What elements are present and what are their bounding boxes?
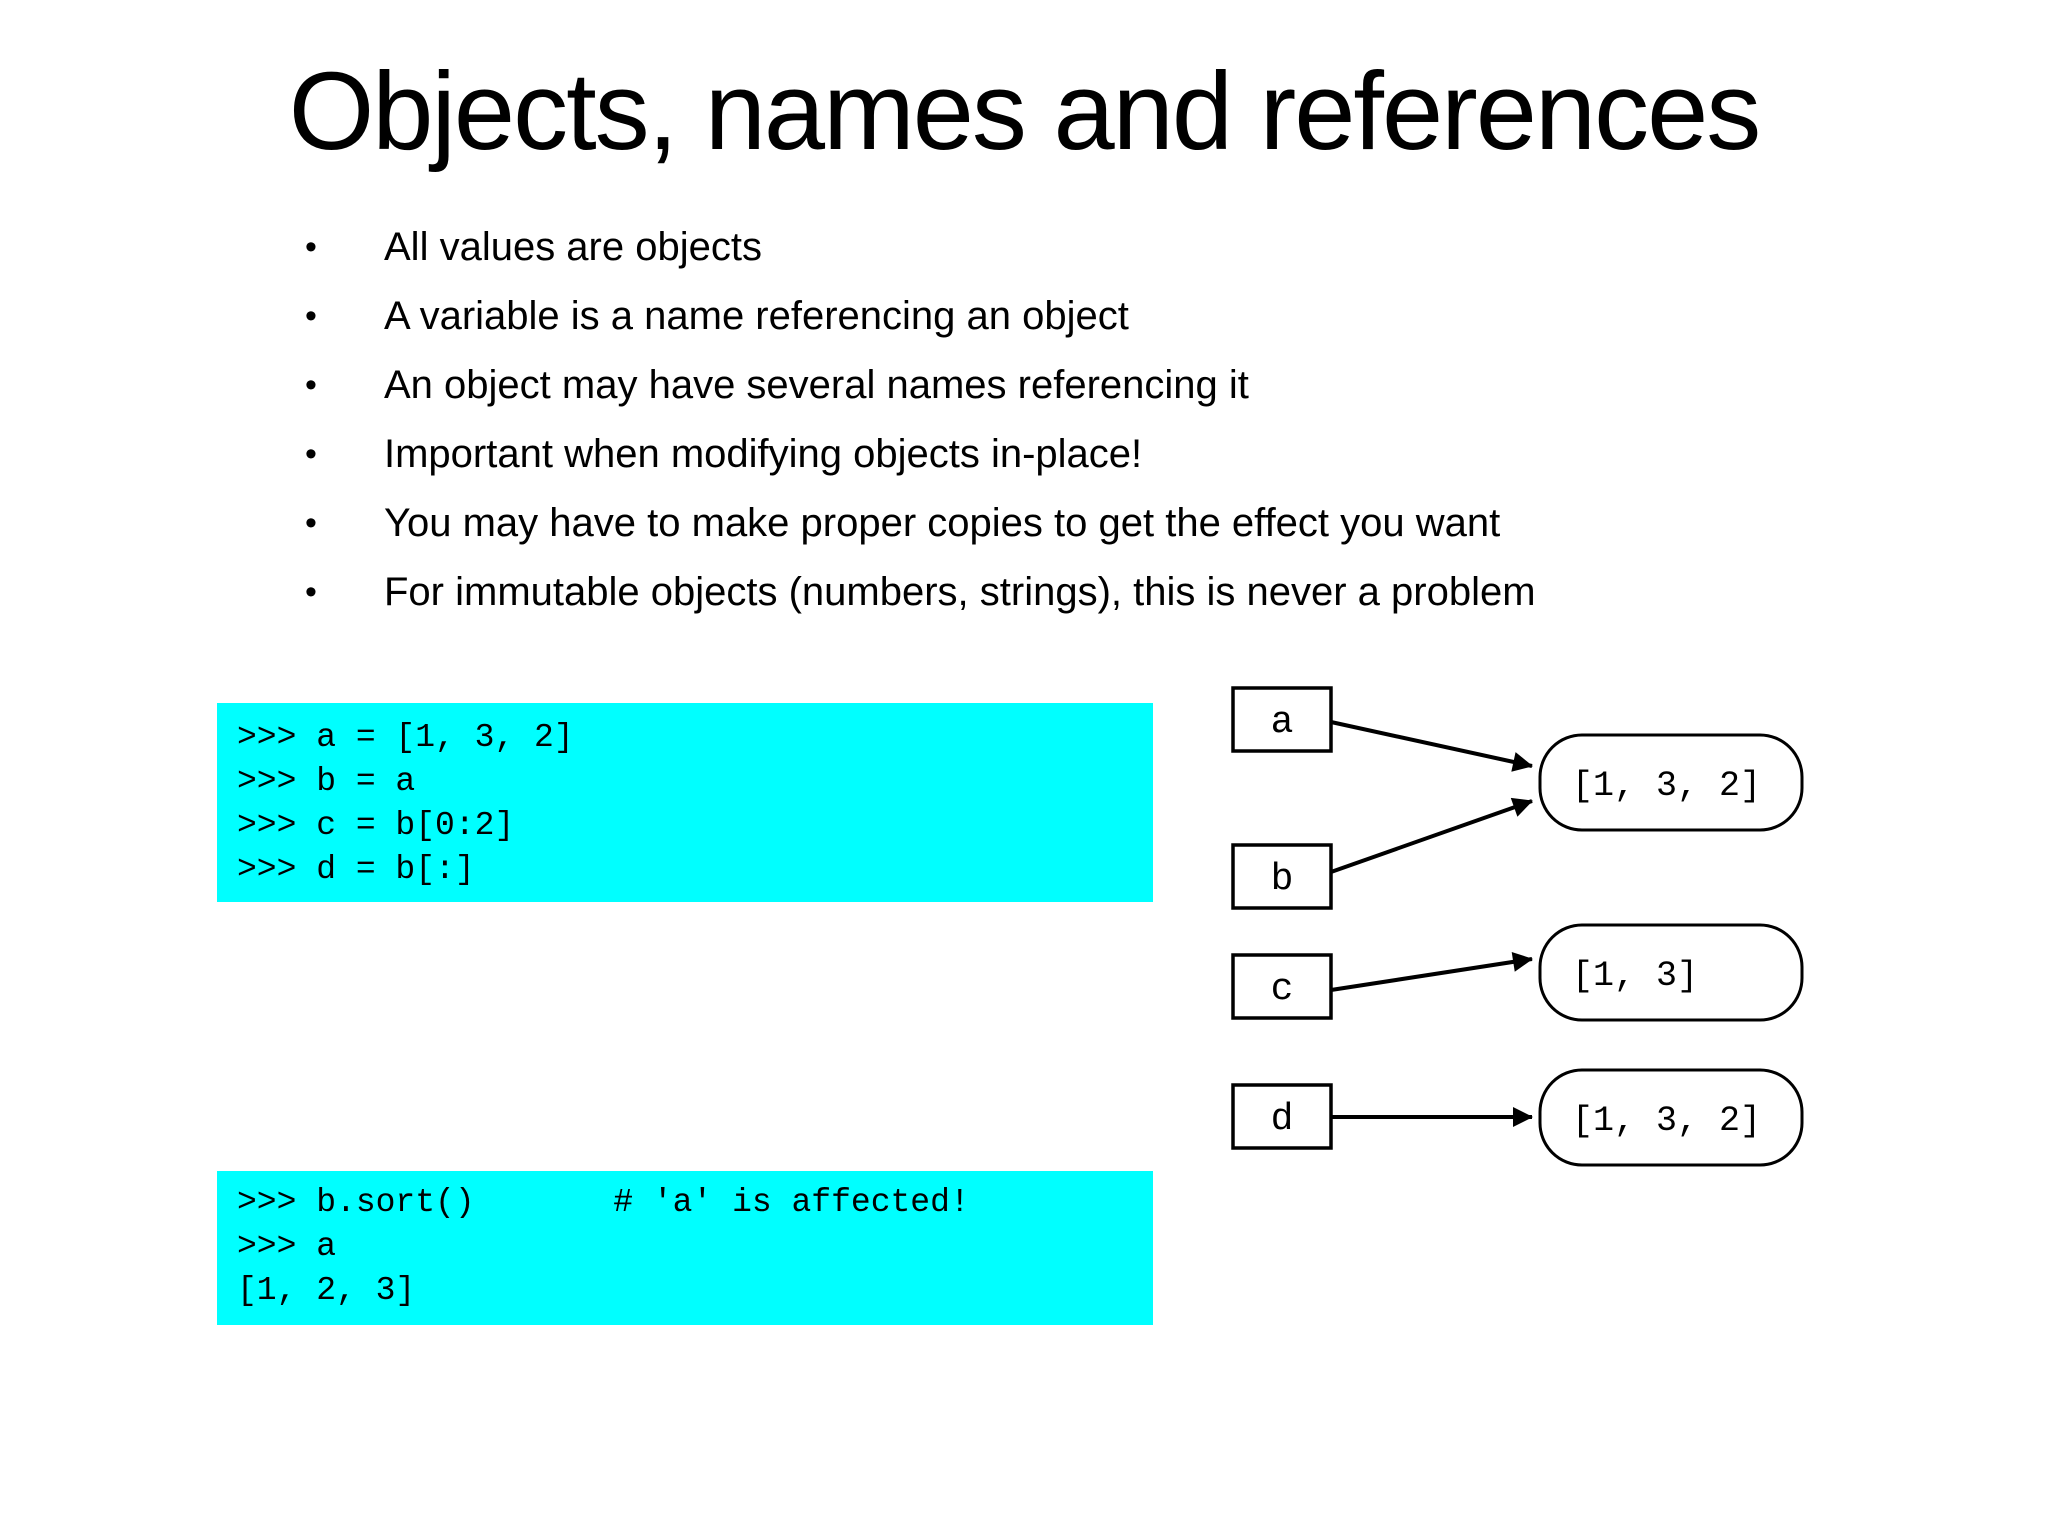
code-line: >>> a = [1, 3, 2] — [237, 719, 574, 756]
object-node-2 — [1538, 923, 1804, 1022]
name-box-a — [1231, 686, 1333, 753]
code-line: [1, 2, 3] — [237, 1272, 416, 1309]
arrow-c-to-object2 — [1330, 952, 1533, 992]
code-line: >>> d = b[:] — [237, 851, 475, 888]
name-box-b — [1231, 843, 1333, 910]
bullet-list: • All values are objects • A variable is… — [305, 213, 1536, 627]
name-box-d-label: d — [1271, 1098, 1294, 1141]
code-block-sort: >>> b.sort() # 'a' is affected! >>> a [1… — [217, 1171, 1153, 1325]
bullet-icon: • — [305, 435, 317, 473]
list-item: • For immutable objects (numbers, string… — [305, 558, 1536, 627]
bullet-icon: • — [305, 297, 317, 335]
bullet-icon: • — [305, 366, 317, 404]
slide-title: Objects, names and references — [288, 50, 1762, 173]
bullet-text: A variable is a name referencing an obje… — [384, 294, 1129, 338]
code-line: >>> b = a — [237, 763, 416, 800]
name-box-d — [1231, 1083, 1333, 1150]
list-item: • All values are objects — [305, 213, 1536, 282]
object-node-2-label: [1, 3] — [1572, 956, 1698, 996]
arrow-b-to-object1 — [1330, 797, 1533, 874]
name-box-c-label: c — [1271, 968, 1294, 1011]
list-item: • Important when modifying objects in-pl… — [305, 420, 1536, 489]
list-item: • An object may have several names refer… — [305, 351, 1536, 420]
name-box-c — [1231, 953, 1333, 1020]
bullet-icon: • — [305, 228, 317, 266]
bullet-text: All values are objects — [384, 225, 762, 269]
bullet-text: An object may have several names referen… — [384, 363, 1249, 407]
object-node-1 — [1538, 733, 1804, 832]
bullet-text: For immutable objects (numbers, strings)… — [384, 570, 1536, 614]
bullet-icon: • — [305, 504, 317, 542]
list-item: • A variable is a name referencing an ob… — [305, 282, 1536, 351]
list-item: • You may have to make proper copies to … — [305, 489, 1536, 558]
code-line: >>> a — [237, 1228, 337, 1265]
arrow-a-to-object1 — [1330, 720, 1533, 772]
name-box-b-label: b — [1271, 858, 1294, 901]
bullet-text: You may have to make proper copies to ge… — [384, 501, 1501, 545]
code-block-assignments: >>> a = [1, 3, 2] >>> b = a >>> c = b[0:… — [217, 703, 1153, 902]
object-node-1-label: [1, 3, 2] — [1572, 766, 1761, 806]
object-node-3 — [1538, 1068, 1804, 1167]
object-node-3-label: [1, 3, 2] — [1572, 1101, 1761, 1141]
reference-diagram: a b c d [1, 3, 2] [1, 3] [1, 3, 2] — [1231, 686, 1804, 1167]
name-box-a-label: a — [1271, 701, 1294, 744]
code-line: >>> b.sort() # 'a' is affected! — [237, 1184, 970, 1221]
bullet-icon: • — [305, 573, 317, 611]
code-line: >>> c = b[0:2] — [237, 807, 515, 844]
bullet-text: Important when modifying objects in-plac… — [384, 432, 1143, 476]
